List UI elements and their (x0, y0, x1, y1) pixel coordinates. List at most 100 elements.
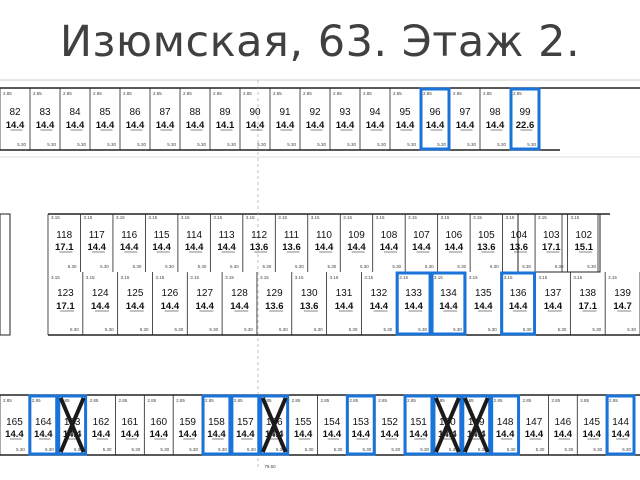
unit-area: 14.4 (294, 429, 313, 440)
unit-dimension: 3.15 (469, 275, 478, 280)
unit-width-dimension: 5.30 (527, 142, 536, 147)
unit-area: 14.4 (509, 301, 528, 312)
unit-number: 111 (284, 230, 300, 241)
unit-area: 13.6 (265, 301, 284, 312)
unit-area: 14.4 (306, 120, 325, 131)
unit-row-mid-upper: 3.1511817.15.303.1511714.45.303.1511614.… (47, 214, 601, 272)
unit-dimension: 2.85 (580, 398, 589, 403)
unit-width-dimension: 5.30 (453, 327, 462, 332)
unit-dimension: 2.85 (3, 91, 12, 96)
unit-width-dimension: 5.30 (347, 142, 356, 147)
unit-width-dimension: 5.30 (536, 447, 545, 452)
unit-width-dimension: 5.30 (622, 447, 631, 452)
unit-width-dimension: 5.30 (523, 327, 532, 332)
unit-dimension: 2.85 (321, 398, 330, 403)
unit-row-bottom: 2.8516514.45.302.8516414.45.302.8516314.… (0, 395, 636, 455)
unit-width-dimension: 5.30 (198, 264, 207, 269)
unit-dimension: 3.15 (330, 275, 339, 280)
unit-dimension: 2.85 (494, 398, 503, 403)
unit-area: 14.4 (217, 242, 236, 253)
unit-area: 14.4 (121, 429, 140, 440)
unit-dimension: 3.15 (539, 275, 548, 280)
unit-dimension: 3.15 (213, 215, 222, 220)
unit-dimension: 2.85 (407, 398, 416, 403)
unit-number: 165 (6, 417, 23, 428)
unit-number: 162 (93, 417, 110, 428)
unit-number: 98 (489, 107, 501, 118)
unit-number: 115 (154, 230, 170, 241)
unit-width-dimension: 5.30 (247, 447, 256, 452)
unit-width-dimension: 5.30 (392, 264, 401, 269)
unit-number: 99 (519, 107, 531, 118)
unit-area: 14.4 (366, 120, 385, 131)
unit-number: 152 (381, 417, 398, 428)
unit-area: 17.1 (55, 242, 74, 253)
unit-area: 14.4 (34, 429, 53, 440)
unit-area: 14.4 (150, 429, 169, 440)
unit-area: 14.4 (380, 429, 399, 440)
unit-width-dimension: 5.30 (437, 142, 446, 147)
dimension-label: 79.50 (264, 464, 276, 469)
unit-area: 14.4 (412, 242, 431, 253)
highlight-frame (395, 271, 432, 336)
unit-width-dimension: 5.30 (160, 447, 169, 452)
unit-width-dimension: 5.30 (244, 327, 253, 332)
unit-number: 107 (413, 230, 430, 241)
unit-number: 94 (369, 107, 381, 118)
stair-window (561, 213, 599, 273)
unit-dimension: 3.15 (116, 215, 125, 220)
unit-area: 14.4 (370, 301, 389, 312)
unit-dimension: 3.15 (473, 215, 482, 220)
page-title: Изюмская, 63. Этаж 2. (59, 17, 581, 67)
unit-dimension: 3.15 (343, 215, 352, 220)
unit-area: 14.4 (36, 120, 55, 131)
unit-width-dimension: 5.30 (100, 264, 109, 269)
unit-area: 14.4 (380, 242, 399, 253)
unit-width-dimension: 5.30 (167, 142, 176, 147)
unit-number: 103 (543, 230, 560, 241)
unit-width-dimension: 5.30 (276, 447, 285, 452)
unit-width-dimension: 5.30 (425, 264, 434, 269)
unit-width-dimension: 5.30 (74, 447, 83, 452)
unit-dimension: 3.15 (83, 215, 92, 220)
unit-dimension: 2.85 (33, 91, 42, 96)
unit-area: 14.4 (336, 120, 355, 131)
unit-width-dimension: 5.30 (467, 142, 476, 147)
unit-dimension: 2.85 (333, 91, 342, 96)
unit-number: 133 (405, 288, 422, 299)
unit-number: 160 (150, 417, 167, 428)
unit-dimension: 2.85 (61, 398, 70, 403)
highlight-frame (201, 394, 232, 456)
unit-area: 14.4 (246, 120, 265, 131)
unit-number: 95 (399, 107, 411, 118)
unit-number: 114 (186, 230, 202, 241)
unit-number: 130 (301, 288, 318, 299)
unit-dimension: 2.85 (263, 398, 272, 403)
unit-number: 159 (179, 417, 196, 428)
unit-dimension: 2.85 (234, 398, 243, 403)
unit-width-dimension: 5.30 (317, 142, 326, 147)
unit-number: 88 (189, 107, 201, 118)
unit-number: 83 (39, 107, 51, 118)
unit-width-dimension: 5.30 (218, 447, 227, 452)
unit-dimension: 2.85 (303, 91, 312, 96)
unit-dimension: 2.85 (513, 91, 522, 96)
unit-dimension: 2.85 (213, 91, 222, 96)
unit-dimension: 3.15 (571, 215, 580, 220)
sold-cross-line (58, 397, 86, 453)
unit-number: 144 (612, 417, 629, 428)
unit-width-dimension: 5.30 (70, 327, 79, 332)
unit-dimension: 3.15 (246, 215, 255, 220)
unit-dimension: 3.15 (434, 275, 443, 280)
unit-dimension: 2.85 (183, 91, 192, 96)
unit-dimension: 2.85 (243, 91, 252, 96)
unit-width-dimension: 5.30 (227, 142, 236, 147)
unit-width-dimension: 5.30 (230, 264, 239, 269)
unit-width-dimension: 5.30 (457, 264, 466, 269)
unit-number: 104 (510, 230, 527, 241)
unit-area: 14.7 (613, 301, 632, 312)
unit-number: 153 (352, 417, 369, 428)
unit-number: 91 (279, 107, 291, 118)
unit-width-dimension: 5.30 (107, 142, 116, 147)
unit-width-dimension: 5.30 (349, 327, 358, 332)
